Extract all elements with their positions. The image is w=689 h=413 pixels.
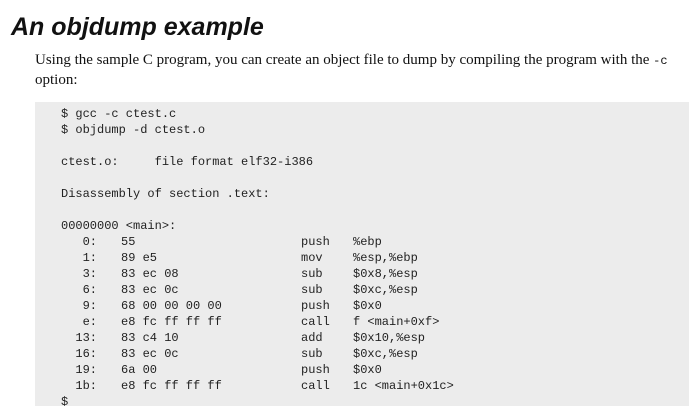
instruction-operands: $0xc,%esp [353, 283, 418, 297]
instruction-mnemonic: sub [301, 283, 323, 297]
instruction-address: 6: [82, 283, 97, 297]
instruction-bytes: 89 e5 [121, 251, 158, 265]
instruction-address: 13: [75, 331, 97, 345]
instruction-mnemonic: mov [301, 251, 323, 265]
instruction-mnemonic: add [301, 331, 323, 345]
disassembly-row: 3: 83 ec 08 sub $0x8,%esp [61, 266, 689, 282]
disassembly-row: e: e8 fc ff ff ff call f <main+0xf> [61, 314, 689, 330]
instruction-bytes: e8 fc ff ff ff [121, 315, 222, 329]
intro-paragraph: Using the sample C program, you can crea… [35, 51, 683, 90]
instruction-mnemonic: sub [301, 347, 323, 361]
file-format-line: ctest.o: file format elf32-i386 [61, 155, 314, 169]
instruction-bytes: e8 fc ff ff ff [121, 379, 222, 393]
instruction-bytes: 6a 00 [121, 363, 158, 377]
instruction-operands: f <main+0xf> [353, 315, 440, 329]
instruction-bytes: 83 c4 10 [121, 331, 179, 345]
instruction-mnemonic: call [301, 315, 330, 329]
instruction-mnemonic: push [301, 299, 330, 313]
instruction-operands: 1c <main+0x1c> [353, 379, 454, 393]
disassembly-row: 0: 55 push %ebp [61, 234, 689, 250]
disassembly-row: 19: 6a 00 push $0x0 [61, 362, 689, 378]
blank-line [61, 138, 689, 154]
blank-line [61, 202, 689, 218]
instruction-address: 3: [82, 267, 97, 281]
disassembly-row: 1: 89 e5 mov %esp,%ebp [61, 250, 689, 266]
inline-code-option: -c [653, 54, 668, 68]
disassembly-row: 1b: e8 fc ff ff ff call 1c <main+0x1c> [61, 378, 689, 394]
instruction-operands: $0x10,%esp [353, 331, 426, 345]
disassembly-row: 13: 83 c4 10 add $0x10,%esp [61, 330, 689, 346]
shell-command-objdump: $ objdump -d ctest.o [61, 123, 206, 137]
instruction-address: 1b: [75, 379, 97, 393]
instruction-mnemonic: push [301, 235, 330, 249]
instruction-bytes: 83 ec 0c [121, 347, 179, 361]
intro-text-suffix: option: [35, 72, 78, 88]
page-title: An objdump example [11, 13, 264, 41]
instruction-address: 19: [75, 363, 97, 377]
instruction-operands: $0xc,%esp [353, 347, 418, 361]
instruction-address: 16: [75, 347, 97, 361]
instruction-bytes: 55 [121, 235, 136, 249]
function-label: 00000000 <main>: [61, 219, 177, 233]
instruction-operands: $0x0 [353, 299, 382, 313]
instruction-operands: $0x0 [353, 363, 382, 377]
instruction-mnemonic: push [301, 363, 330, 377]
code-block: $ gcc -c ctest.c $ objdump -d ctest.o ct… [35, 102, 689, 409]
instruction-address: 1: [82, 251, 97, 265]
instruction-bytes: 83 ec 08 [121, 267, 179, 281]
instruction-address: 0: [82, 235, 97, 249]
instruction-mnemonic: call [301, 379, 330, 393]
disassembly-row: 6: 83 ec 0c sub $0xc,%esp [61, 282, 689, 298]
disassembly-row: 16: 83 ec 0c sub $0xc,%esp [61, 346, 689, 362]
instruction-operands: %esp,%ebp [353, 251, 418, 265]
instruction-bytes: 68 00 00 00 00 [121, 299, 222, 313]
instruction-address: 9: [82, 299, 97, 313]
instruction-bytes: 83 ec 0c [121, 283, 179, 297]
disassembly-row: 9: 68 00 00 00 00 push $0x0 [61, 298, 689, 314]
instruction-operands: %ebp [353, 235, 382, 249]
blank-line [61, 170, 689, 186]
instruction-mnemonic: sub [301, 267, 323, 281]
shell-command-compile: $ gcc -c ctest.c [61, 107, 177, 121]
intro-text-prefix: Using the sample C program, you can crea… [35, 52, 654, 68]
section-header-line: Disassembly of section .text: [61, 187, 270, 201]
instruction-address: e: [82, 315, 97, 329]
disassembly-listing: 0: 55 push %ebp 1: 89 e5 mov %esp,%ebp 3: 83 ec 0… [61, 234, 689, 394]
instruction-operands: $0x8,%esp [353, 267, 418, 281]
shell-prompt: $ [61, 395, 69, 409]
